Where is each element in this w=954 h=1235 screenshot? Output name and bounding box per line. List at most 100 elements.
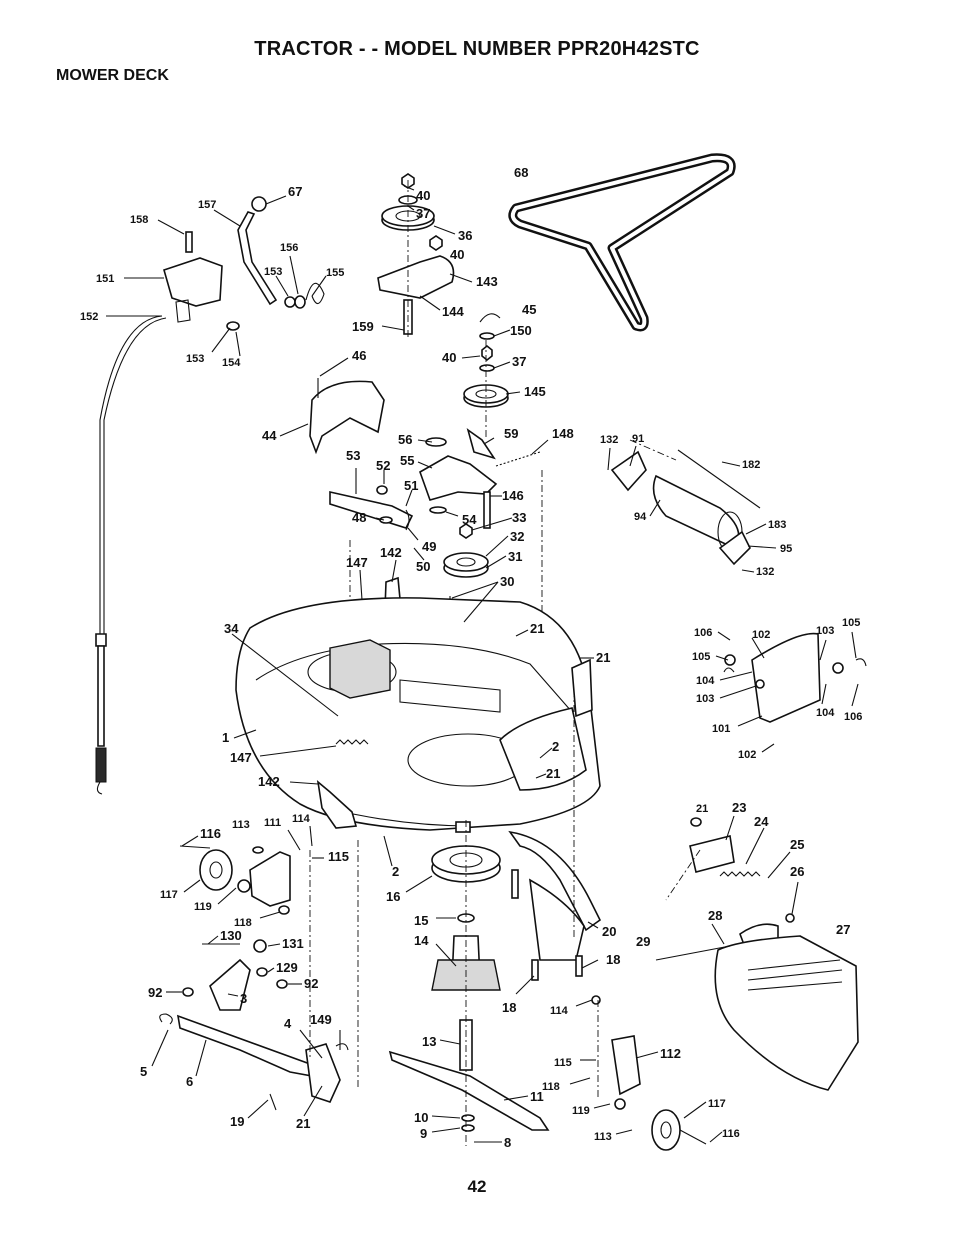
callout-113: 113 (232, 819, 250, 831)
callout-132: 132 (600, 434, 618, 446)
callout-21: 21 (530, 621, 544, 636)
callout-104: 104 (816, 707, 835, 719)
callout-143: 143 (476, 274, 498, 289)
callout-116: 116 (722, 1128, 740, 1140)
callout-31: 31 (508, 549, 522, 564)
leader-lines (106, 185, 859, 1143)
callout-18: 18 (502, 1000, 516, 1015)
belt-guard-part (309, 378, 385, 455)
callout-183: 183 (768, 519, 786, 531)
callout-3: 3 (240, 991, 247, 1006)
gauge-wheel-right (591, 995, 707, 1151)
callout-67: 67 (288, 184, 302, 199)
callout-36: 36 (458, 228, 472, 243)
callout-129: 129 (276, 960, 298, 975)
callout-145: 145 (524, 384, 546, 399)
callout-20: 20 (602, 924, 616, 939)
callout-106: 106 (694, 627, 712, 639)
callout-29: 29 (636, 934, 650, 949)
callout-53: 53 (346, 448, 360, 463)
callout-92: 92 (304, 976, 318, 991)
callout-152: 152 (80, 311, 98, 323)
callout-40: 40 (442, 350, 456, 365)
callout-144: 144 (442, 304, 464, 319)
callout-14: 14 (414, 933, 429, 948)
callout-114: 114 (292, 813, 311, 825)
callout-49: 49 (422, 539, 436, 554)
callout-16: 16 (386, 889, 400, 904)
callout-142: 142 (380, 545, 402, 560)
callout-4: 4 (284, 1016, 292, 1031)
callout-51: 51 (404, 478, 418, 493)
spindle-pulley-stack (443, 523, 489, 636)
callout-21: 21 (596, 650, 610, 665)
callout-111: 111 (264, 817, 281, 829)
anti-scalp-roller (610, 449, 761, 566)
callout-5: 5 (140, 1064, 147, 1079)
callout-40: 40 (450, 247, 464, 262)
callout-8: 8 (504, 1135, 511, 1150)
callout-102: 102 (738, 749, 756, 761)
callout-105: 105 (692, 651, 710, 663)
idler-arm-assembly (329, 428, 541, 531)
callout-44: 44 (262, 428, 277, 443)
bracket-lower-part (316, 780, 358, 829)
callout-32: 32 (510, 529, 524, 544)
callout-21: 21 (696, 803, 708, 815)
callout-30: 30 (500, 574, 514, 589)
page-title: TRACTOR - - MODEL NUMBER PPR20H42STC (254, 38, 700, 60)
callout-153: 153 (186, 353, 204, 365)
lift-control-assembly (95, 196, 325, 795)
callout-118: 118 (234, 917, 252, 929)
callout-159: 159 (352, 319, 374, 334)
callout-23: 23 (732, 800, 746, 815)
callout-155: 155 (326, 267, 344, 279)
callout-146: 146 (502, 488, 524, 503)
callout-46: 46 (352, 348, 366, 363)
callout-118: 118 (542, 1081, 560, 1093)
callout-59: 59 (504, 426, 518, 441)
gauge-wheel-left (179, 845, 291, 915)
callout-2: 2 (552, 739, 559, 754)
callout-11: 11 (530, 1089, 544, 1104)
callout-37: 37 (512, 354, 526, 369)
callout-114: 114 (550, 1005, 569, 1017)
callout-25: 25 (790, 837, 804, 852)
callout-105: 105 (842, 617, 860, 629)
callout-68: 68 (514, 165, 528, 180)
callout-28: 28 (708, 908, 722, 923)
callout-104: 104 (696, 675, 715, 687)
callout-21: 21 (296, 1116, 310, 1131)
callout-1: 1 (222, 730, 229, 745)
callout-26: 26 (790, 864, 804, 879)
callout-92: 92 (148, 985, 162, 1000)
callout-153: 153 (264, 266, 282, 278)
callout-9: 9 (420, 1126, 427, 1141)
callout-132: 132 (756, 566, 774, 578)
spindle-and-blade (388, 820, 550, 1146)
callout-27: 27 (836, 922, 850, 937)
callout-147: 147 (346, 555, 368, 570)
page-number: 42 (467, 1177, 487, 1196)
callout-112: 112 (660, 1046, 681, 1061)
callout-119: 119 (194, 901, 212, 913)
callout-158: 158 (130, 214, 148, 226)
callout-154: 154 (222, 357, 241, 369)
callout-113: 113 (594, 1131, 612, 1143)
callout-156: 156 (280, 242, 298, 254)
callout-labels: 68 40 37 36 40 143 144 159 45 150 40 37 … (80, 165, 862, 1150)
callout-150: 150 (510, 323, 532, 338)
callout-117: 117 (160, 889, 178, 901)
callout-119: 119 (572, 1105, 590, 1117)
callout-117: 117 (708, 1098, 726, 1110)
discharge-deflector (723, 632, 867, 723)
callout-45: 45 (522, 302, 536, 317)
callout-106: 106 (844, 711, 862, 723)
callout-149: 149 (310, 1012, 332, 1027)
idler-pulley-stack (377, 173, 455, 340)
callout-103: 103 (816, 625, 834, 637)
callout-13: 13 (422, 1034, 436, 1049)
callout-15: 15 (414, 913, 428, 928)
section-title: MOWER DECK (56, 67, 169, 84)
